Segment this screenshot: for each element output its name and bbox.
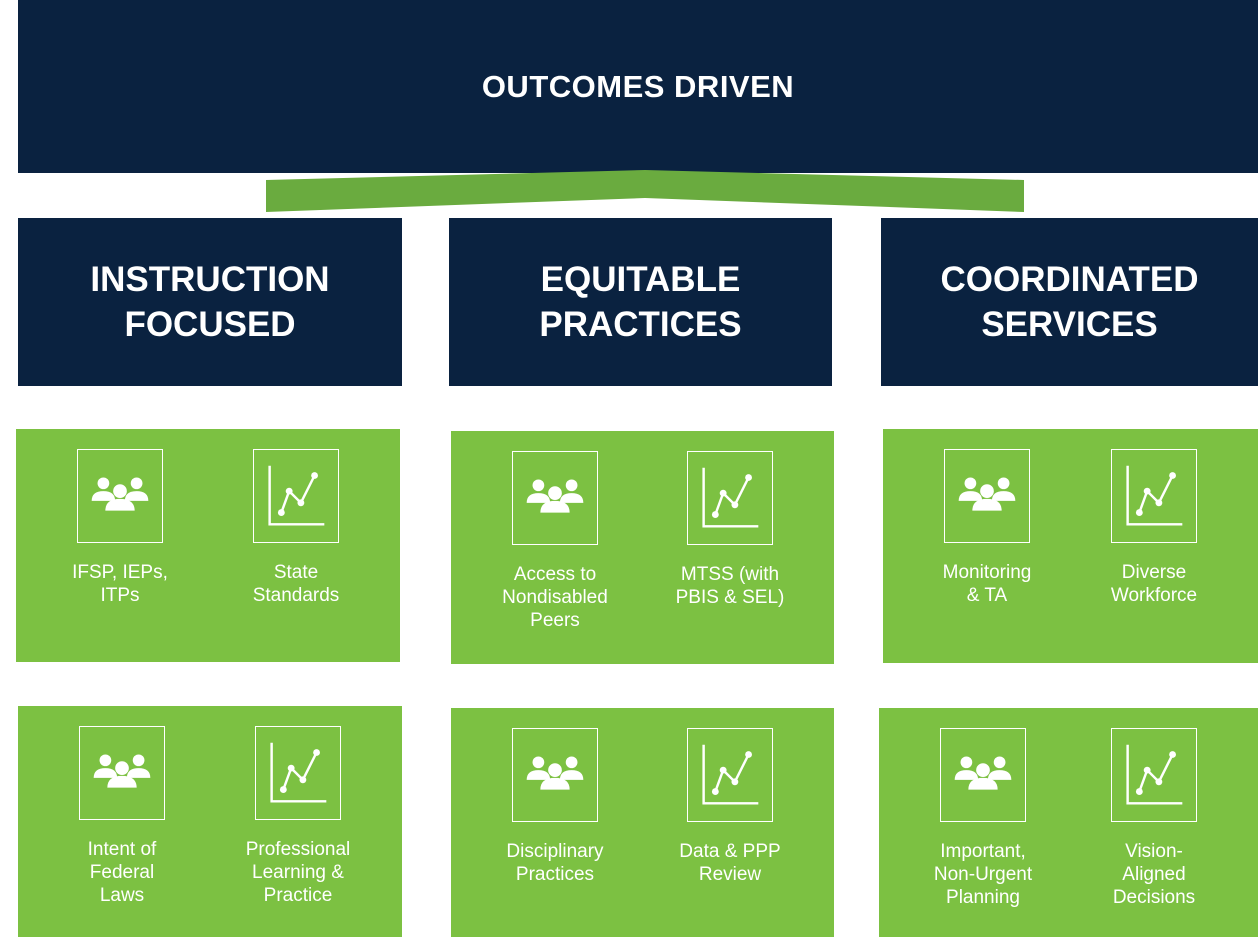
label-line: Standards <box>252 585 340 606</box>
label-line: Vision- <box>1125 841 1183 862</box>
banner-title: OUTCOMES DRIVEN <box>481 68 795 104</box>
label-line: IFSP, IEPs, <box>72 562 168 583</box>
line-chart-icon <box>687 728 773 822</box>
label-line: PBIS & SEL) <box>675 587 785 608</box>
label-line: Data & PPP <box>679 841 781 862</box>
label-line: Workforce <box>1110 585 1198 606</box>
label-line: Federal <box>89 862 155 883</box>
label-line: Diverse <box>1121 562 1187 583</box>
pillar-title-line2: FOCUSED <box>124 305 296 344</box>
people-group-icon <box>77 449 163 543</box>
label-line: Disciplinary <box>506 841 604 862</box>
people-group-icon <box>940 728 1026 822</box>
label-line: Review <box>698 864 762 885</box>
label-line: Planning <box>946 887 1020 908</box>
label-line: Laws <box>99 885 145 906</box>
label-line: ITPs <box>100 585 140 606</box>
pillar-title-line2: SERVICES <box>981 305 1158 344</box>
label-line: Decisions <box>1112 887 1196 908</box>
people-group-icon <box>512 728 598 822</box>
pillar-title-line2: PRACTICES <box>539 305 742 344</box>
label-line: Learning & <box>252 862 344 883</box>
label-line: & TA <box>966 585 1008 606</box>
label-line: Nondisabled <box>502 587 608 608</box>
card-item-label: IFSP, IEPs,ITPs <box>30 561 210 607</box>
label-line: Intent of <box>87 839 157 860</box>
line-chart-icon <box>1111 449 1197 543</box>
roof-chevron <box>266 170 1024 212</box>
label-line: Practice <box>263 885 333 906</box>
label-line: Important, <box>940 841 1026 862</box>
pillar-equitable-practices: EQUITABLE PRACTICES <box>449 218 832 386</box>
pillar-title-line1: INSTRUCTION <box>90 260 330 299</box>
line-chart-icon <box>253 449 339 543</box>
pillar-title-line1: COORDINATED <box>940 260 1199 299</box>
label-line: State <box>273 562 319 583</box>
label-line: Practices <box>515 864 595 885</box>
pillar-title-line1: EQUITABLE <box>540 260 741 299</box>
label-line: Professional <box>245 839 351 860</box>
outcomes-banner: OUTCOMES DRIVEN <box>18 0 1258 173</box>
people-group-icon <box>79 726 165 820</box>
label-line: Peers <box>530 610 580 631</box>
label-line: Monitoring <box>942 562 1032 583</box>
line-chart-icon <box>1111 728 1197 822</box>
line-chart-icon <box>687 451 773 545</box>
pillar-coordinated-services: COORDINATED SERVICES <box>881 218 1258 386</box>
label-line: Aligned <box>1122 864 1186 885</box>
pillar-instruction-focused: INSTRUCTION FOCUSED <box>18 218 402 386</box>
line-chart-icon <box>255 726 341 820</box>
label-line: Access to <box>513 564 597 585</box>
label-line: MTSS (with <box>680 564 780 585</box>
people-group-icon <box>512 451 598 545</box>
label-line: Non-Urgent <box>933 864 1033 885</box>
card-item-label: Monitoring& TA <box>897 561 1077 607</box>
people-group-icon <box>944 449 1030 543</box>
